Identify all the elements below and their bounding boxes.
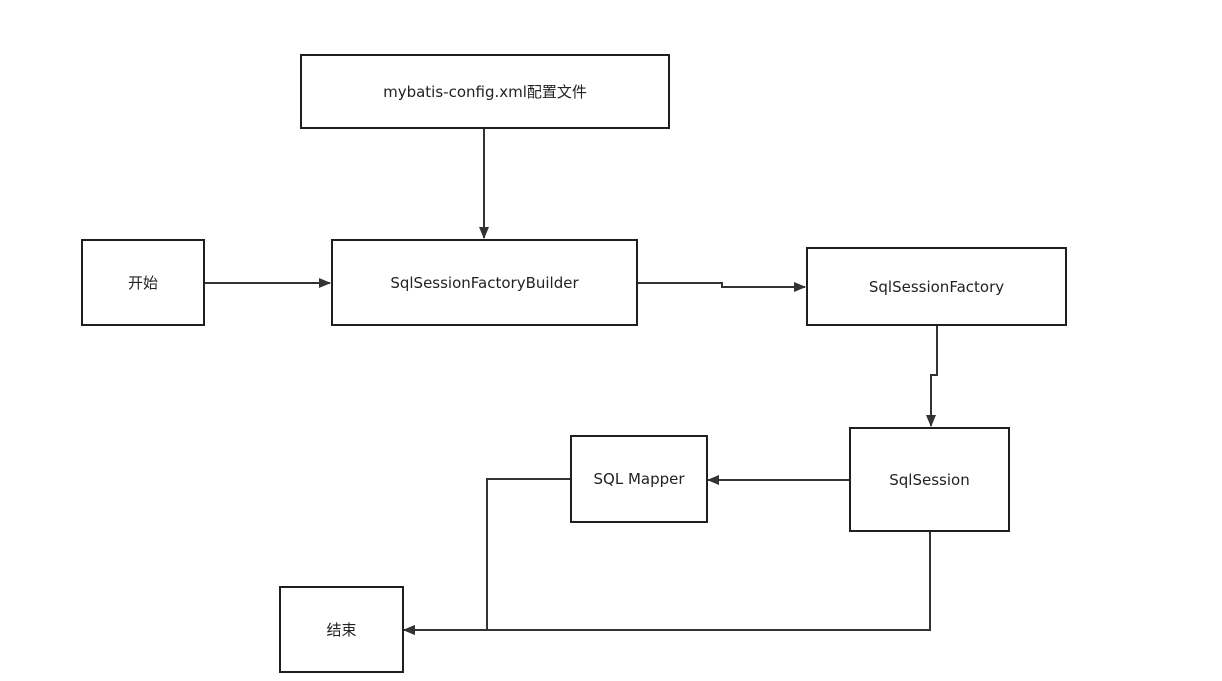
sqlsessionfactorybuilder-node: SqlSessionFactoryBuilder	[331, 239, 638, 326]
end-node: 结束	[279, 586, 404, 673]
sqlsession-node: SqlSession	[849, 427, 1010, 532]
sql-mapper-label: SQL Mapper	[593, 470, 685, 488]
start-node: 开始	[81, 239, 205, 326]
arrow-mapper-to-end	[403, 478, 571, 635]
end-label: 结束	[326, 621, 357, 639]
start-label: 开始	[127, 274, 158, 292]
sql-mapper-node: SQL Mapper	[570, 435, 708, 523]
sqlsessionfactory-node: SqlSessionFactory	[806, 247, 1067, 326]
arrow-builder-to-factory	[637, 282, 806, 292]
sqlsessionfactorybuilder-label: SqlSessionFactoryBuilder	[390, 273, 579, 292]
arrow-factory-to-session	[926, 326, 938, 427]
config-file-label: mybatis-config.xml配置文件	[383, 83, 587, 101]
sqlsessionfactory-label: SqlSessionFactory	[868, 277, 1005, 296]
arrow-session-to-end	[403, 531, 931, 635]
sqlsession-label: SqlSession	[889, 470, 970, 489]
config-file-node: mybatis-config.xml配置文件	[300, 54, 670, 129]
